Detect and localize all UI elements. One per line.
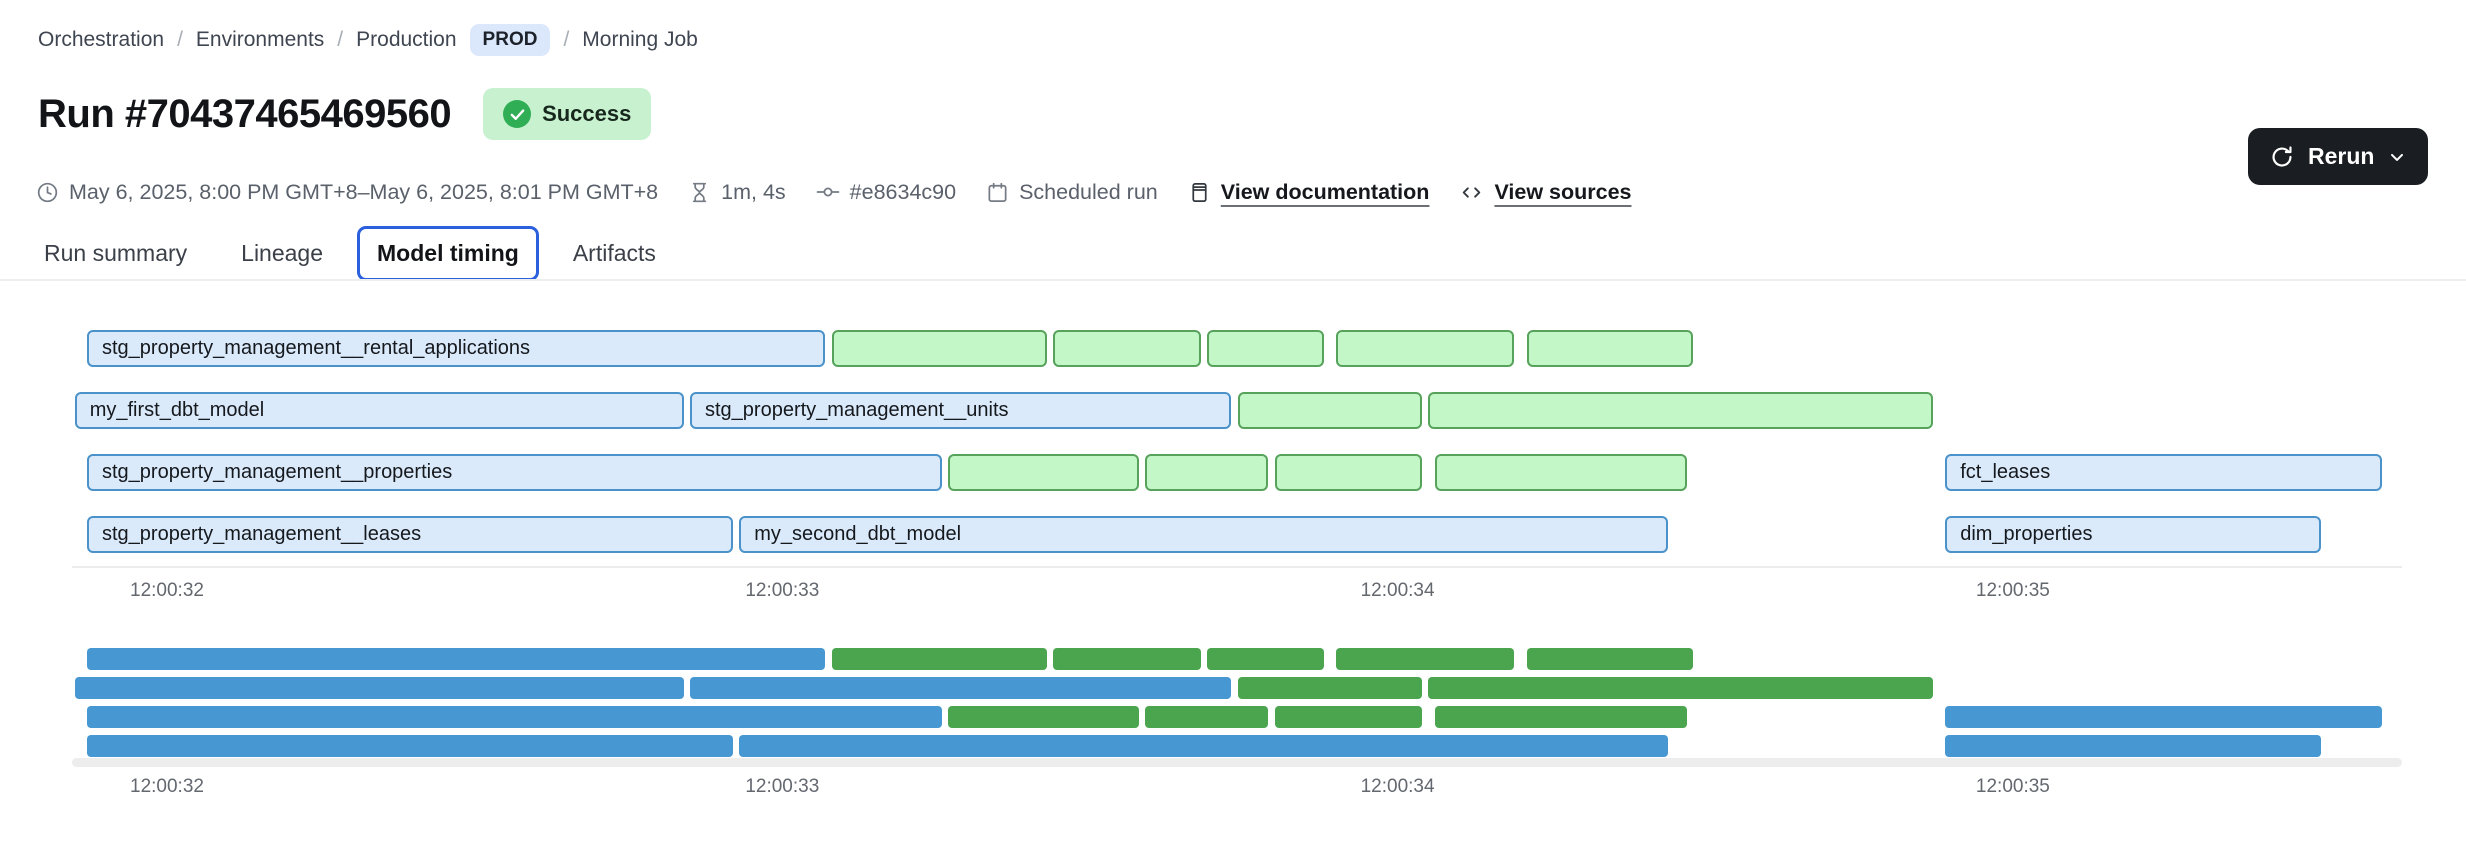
minimap-bar: [1428, 677, 1933, 699]
breadcrumb-item-morning-job[interactable]: Morning Job: [582, 28, 698, 51]
minimap-axis-tick: 12:00:35: [1975, 776, 2050, 797]
run-trigger-text: Scheduled run: [1019, 179, 1158, 204]
minimap-axis-tick: 12:00:33: [745, 776, 820, 797]
minimap-bar: [1145, 706, 1269, 728]
gantt-bar-my_first_dbt_model[interactable]: my_first_dbt_model: [74, 392, 684, 429]
gantt-axis-tick: 12:00:35: [1975, 580, 2050, 601]
minimap-bar: [1053, 648, 1201, 670]
run-duration: 1m, 4s: [688, 180, 786, 205]
chevron-down-icon: [2391, 153, 2404, 161]
gantt-bar[interactable]: [1434, 454, 1687, 491]
gantt-axis-tick: 12:00:32: [130, 580, 204, 601]
gantt-bar-fct_leases[interactable]: fct_leases: [1945, 454, 2383, 491]
minimap-bar: [1526, 648, 1693, 670]
gantt-bar-my_second_dbt_model[interactable]: my_second_dbt_model: [739, 516, 1669, 553]
tab-model-timing[interactable]: Model timing: [357, 226, 539, 281]
gantt-axis-tick: 12:00:34: [1360, 580, 1435, 601]
gantt-bar[interactable]: [831, 330, 1047, 367]
minimap-bar: [1206, 648, 1324, 670]
clock-icon: [37, 182, 58, 202]
minimap-bar: [739, 735, 1669, 757]
view-sources-text: View sources: [1494, 179, 1632, 204]
run-commit: #e8634c90: [816, 180, 956, 205]
minimap-bar: [1945, 706, 2383, 728]
gantt-bar[interactable]: [1206, 330, 1324, 367]
calendar-icon: [988, 182, 1007, 202]
gantt-bar-stg_property_management__rental_applications[interactable]: stg_property_management__rental_applicat…: [87, 330, 826, 367]
run-trigger: Scheduled run: [986, 180, 1158, 205]
run-schedule-text: May 6, 2025, 8:00 PM GMT+8–May 6, 2025, …: [69, 179, 659, 204]
breadcrumb-separator: /: [563, 28, 570, 51]
minimap-bar: [74, 677, 684, 699]
gantt-bar[interactable]: [1237, 392, 1423, 429]
gantt-bar-stg_property_management__units[interactable]: stg_property_management__units: [690, 392, 1232, 429]
gantt-bar-stg_property_management__leases[interactable]: stg_property_management__leases: [87, 516, 734, 553]
minimap-bar: [1945, 735, 2321, 757]
gantt-bar-dim_properties[interactable]: dim_properties: [1945, 516, 2321, 553]
minimap-scroll-track[interactable]: [72, 758, 2402, 767]
minimap-bar: [690, 677, 1232, 699]
breadcrumb-separator: /: [177, 28, 183, 51]
minimap-bar: [87, 735, 734, 757]
minimap-bar: [1434, 706, 1687, 728]
breadcrumb: Orchestration / Environments / Productio…: [38, 24, 698, 56]
documentation-icon: [1192, 182, 1207, 202]
gantt-axis-line: [72, 566, 2402, 568]
breadcrumb-item-environments[interactable]: Environments: [195, 28, 325, 51]
commit-icon: [816, 187, 840, 197]
minimap-bar: [1237, 677, 1423, 699]
gantt-bar[interactable]: [1428, 392, 1933, 429]
gantt-bar[interactable]: [948, 454, 1140, 491]
success-check-icon: [503, 100, 532, 128]
gantt-bar[interactable]: [1336, 330, 1515, 367]
gantt-bar[interactable]: [1274, 454, 1423, 491]
env-badge: PROD: [469, 24, 551, 56]
view-sources-link[interactable]: View sources: [1459, 180, 1631, 205]
gantt-bar[interactable]: [1053, 330, 1201, 367]
refresh-icon: [2272, 145, 2292, 167]
run-schedule: May 6, 2025, 8:00 PM GMT+8–May 6, 2025, …: [36, 180, 658, 205]
minimap-bar: [1274, 706, 1423, 728]
rerun-label: Rerun: [2308, 143, 2375, 169]
hourglass-icon: [693, 182, 707, 202]
minimap-bar: [87, 648, 826, 670]
tab-run-summary[interactable]: Run summary: [44, 240, 188, 266]
run-commit-text: #e8634c90: [849, 179, 957, 204]
header: Run #70437465469560 Success: [38, 88, 652, 140]
minimap-bar: [1336, 648, 1515, 670]
view-documentation-link[interactable]: View documentation: [1188, 179, 1430, 205]
gantt-bar[interactable]: [1526, 330, 1693, 367]
gantt-bar[interactable]: [1145, 454, 1269, 491]
breadcrumb-item-orchestration[interactable]: Orchestration: [38, 28, 165, 51]
minimap-bar: [831, 648, 1047, 670]
status-badge: Success: [483, 88, 652, 140]
minimap-bar: [87, 706, 943, 728]
gantt-axis-tick: 12:00:33: [745, 580, 820, 601]
tabs-divider: [0, 279, 2466, 281]
breadcrumb-item-production[interactable]: Production: [356, 28, 457, 51]
minimap-axis-tick: 12:00:34: [1360, 776, 1435, 797]
page-title: Run #70437465469560: [38, 91, 452, 136]
code-icon: [1463, 186, 1481, 198]
breadcrumb-separator: /: [337, 28, 344, 51]
status-label: Success: [542, 101, 632, 126]
minimap-bar: [948, 706, 1140, 728]
run-tabs: Run summary Lineage Model timing Artifac…: [24, 226, 676, 281]
tab-lineage[interactable]: Lineage: [241, 240, 324, 266]
tab-artifacts[interactable]: Artifacts: [572, 240, 656, 266]
run-duration-text: 1m, 4s: [721, 179, 786, 204]
view-documentation-text: View documentation: [1220, 179, 1430, 204]
run-meta-row: May 6, 2025, 8:00 PM GMT+8–May 6, 2025, …: [36, 170, 1631, 214]
rerun-button[interactable]: Rerun: [2248, 128, 2429, 185]
minimap-axis-tick: 12:00:32: [130, 776, 204, 797]
gantt-bar-stg_property_management__properties[interactable]: stg_property_management__properties: [87, 454, 943, 491]
